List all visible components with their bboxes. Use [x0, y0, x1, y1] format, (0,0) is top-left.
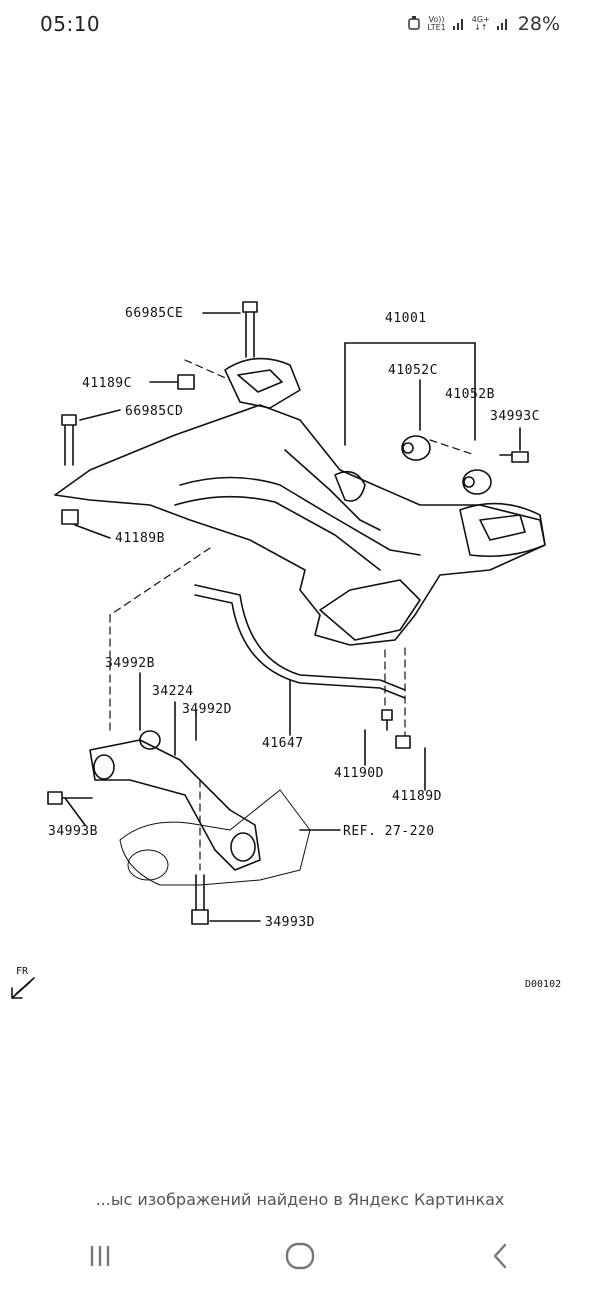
label-fr: FR	[16, 966, 29, 977]
android-nav-bar	[0, 1228, 600, 1288]
signal-icon-2	[496, 16, 510, 33]
label-41189D: 41189D	[392, 789, 442, 804]
label-66985CD: 66985CD	[125, 404, 183, 419]
label-34224: 34224	[152, 684, 194, 699]
label-34993D: 34993D	[265, 915, 315, 930]
label-41052C: 41052C	[388, 363, 438, 378]
home-button[interactable]	[260, 1233, 340, 1283]
label-34993C: 34993C	[490, 409, 540, 424]
status-bar: 05:10 Vo)) LTE1 4G+ ↓↑ 28%	[0, 0, 600, 48]
battery-percent: 28%	[517, 13, 560, 35]
back-button[interactable]	[460, 1233, 540, 1283]
label-ref-27-220: REF. 27-220	[343, 824, 435, 839]
alarm-icon	[407, 15, 421, 34]
label-41189C: 41189C	[82, 376, 132, 391]
status-time: 05:10	[40, 12, 101, 36]
label-34992D: 34992D	[182, 702, 232, 717]
label-41647: 41647	[262, 736, 304, 751]
network-indicator: 4G+ ↓↑	[471, 15, 490, 32]
status-icons: Vo)) LTE1 4G+ ↓↑ 28%	[407, 13, 560, 35]
label-d00102: D00102	[525, 979, 561, 990]
label-41052B: 41052B	[445, 387, 495, 402]
subframe-diagram-image[interactable]: 66985CE 41001 41189C 41052C 41052B 66985…	[0, 270, 600, 1010]
label-66985CE: 66985CE	[125, 306, 183, 321]
recent-apps-icon	[86, 1244, 114, 1272]
label-34993B: 34993B	[48, 824, 98, 839]
label-41190D: 41190D	[334, 766, 384, 781]
diagram-svg: 66985CE 41001 41189C 41052C 41052B 66985…	[11, 301, 561, 999]
signal-icon-1	[452, 16, 466, 33]
home-icon	[284, 1241, 316, 1275]
label-41001: 41001	[385, 311, 427, 326]
label-41189B: 41189B	[115, 531, 165, 546]
volte-indicator: Vo)) LTE1	[427, 15, 446, 32]
label-34992B: 34992B	[105, 656, 155, 671]
back-icon	[490, 1242, 510, 1274]
recent-apps-button[interactable]	[60, 1233, 140, 1283]
image-source-caption[interactable]: ...ыс изображений найдено в Яндекс Карти…	[95, 1190, 505, 1209]
